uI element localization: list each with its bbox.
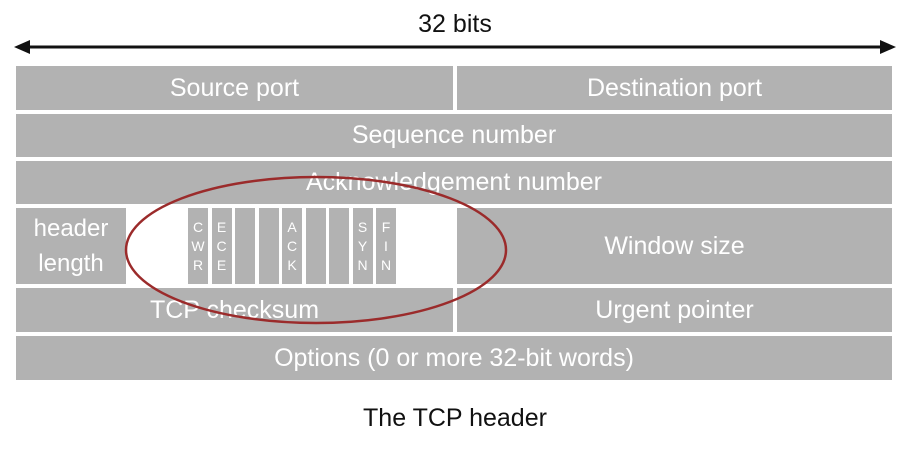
flag-letter: S — [357, 218, 368, 235]
flag-letter: R — [192, 256, 204, 273]
flag-letter: E — [216, 256, 227, 273]
header-length-label-line2: length — [38, 250, 104, 277]
options-field: Options (0 or more 32-bit words) — [16, 336, 892, 380]
width-label: 32 bits — [418, 10, 492, 38]
flag-rst — [329, 208, 349, 284]
urgent-pointer-field: Urgent pointer — [457, 288, 892, 332]
flag-letter: C — [286, 237, 298, 254]
options-label: Options (0 or more 32-bit words) — [274, 343, 634, 372]
flag-unlabeled — [258, 208, 279, 284]
flag-psh — [305, 208, 326, 284]
diagram-caption: The TCP header — [363, 404, 547, 432]
acknowledgement-number-label: Acknowledgement number — [306, 168, 602, 196]
flag-letter: C — [216, 237, 227, 254]
source-port-field: Source port — [16, 66, 453, 110]
flag-letter: C — [192, 218, 204, 235]
flag-letter: K — [287, 256, 297, 273]
acknowledgement-number-field: Acknowledgement number — [16, 161, 892, 204]
window-size-label: Window size — [604, 231, 745, 260]
header-length-label-line1: header — [33, 215, 109, 242]
flag-letter: N — [380, 256, 392, 273]
flag-letter: W — [191, 237, 205, 254]
flag-letter: N — [357, 256, 368, 273]
urgent-pointer-label: Urgent pointer — [595, 295, 754, 324]
sequence-number-label: Sequence number — [351, 121, 557, 149]
flag-letter: A — [287, 218, 297, 235]
window-size-field: Window size — [457, 208, 892, 284]
flag-letter: Y — [357, 237, 368, 254]
flag-letter: F — [381, 218, 391, 235]
destination-port-label: Destination port — [586, 73, 763, 102]
flag-urg — [235, 208, 255, 284]
sequence-number-field: Sequence number — [16, 114, 892, 157]
destination-port-field: Destination port — [457, 66, 892, 110]
reserved-bits — [128, 208, 186, 284]
flag-letter: E — [216, 218, 227, 235]
source-port-label: Source port — [169, 73, 300, 102]
header-length-field: header length — [16, 208, 126, 284]
width-arrow — [14, 40, 896, 54]
flag-letter: I — [384, 237, 388, 254]
